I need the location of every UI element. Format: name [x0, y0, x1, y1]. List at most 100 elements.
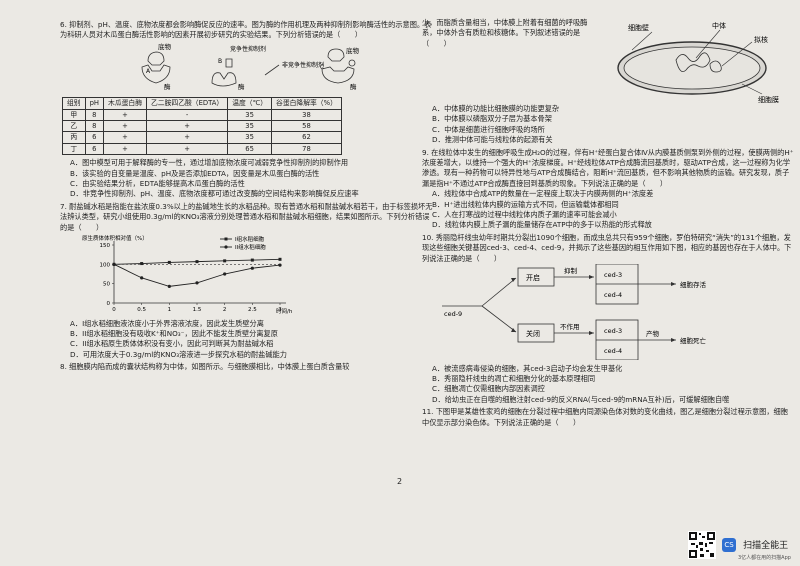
- x-tick-label: 3: [278, 307, 282, 313]
- label-enzyme-1: 酶: [164, 82, 171, 91]
- table-cell: 6: [84, 131, 105, 144]
- y-tick-label: 50: [103, 282, 110, 288]
- table-cell: -: [146, 108, 229, 122]
- label-mesosome: 中体: [712, 21, 726, 30]
- q8-option-a: A．中体膜的功能比细胞膜的功能更复杂: [432, 104, 560, 113]
- x-tick-label: 0.5: [137, 307, 146, 313]
- table-cell: 62: [271, 131, 342, 144]
- data-point: [112, 262, 116, 267]
- table-cell: +: [103, 120, 148, 133]
- q8-option-d: D．推测中体可能与线粒体的起源有关: [432, 135, 553, 145]
- q10-option-d: D．给幼虫正在自噬的细胞注射ced-9的反义RNA(与ced-9的mRNA互补)…: [432, 394, 730, 404]
- qr-code-icon: [688, 531, 716, 559]
- q7-option-b: B．II组水稻细胞没有吸收K⁺和NO₃⁻，因此不能发生质壁分离复原: [70, 328, 278, 338]
- q10-option-a: A．被流感病毒侵染的细胞，其ced-3启动子均会发生甲基化: [432, 363, 623, 373]
- label-b: B: [218, 58, 222, 65]
- q7-option-d: D．可用浓度大于0.3g/ml的KNO₃溶液进一步探究水稻的耐盐碱能力: [70, 349, 287, 359]
- q6-data-table: 组别 pH 木瓜蛋白酶 乙二胺四乙酸（EDTA） 温度（℃） 谷蛋白降解率（%）…: [62, 97, 342, 156]
- data-point: [223, 272, 227, 276]
- q8-block: 少，而脂质含量相当，中体膜上附着有细菌的呼吸酶系，中体外含有质粒和核糖体。下列叙…: [422, 18, 794, 104]
- label-enzyme-2: 酶: [238, 82, 245, 91]
- q6-option-a: A．图中模型可用于解释酶的专一性，通过增加底物浓度可减弱竞争性抑制剂的抑制作用: [70, 158, 349, 168]
- label-inhibit: 抑制: [564, 266, 578, 275]
- table-header: 组别: [62, 97, 86, 110]
- gene-interaction-diagram: ced-9 开启 关闭 抑制 不作用 ced-3 ced-4 ced-3 ced…: [442, 263, 707, 361]
- table-row: 甲 8 + - 35 38: [62, 108, 342, 122]
- label-cell-wall: 细胞壁: [628, 23, 649, 32]
- label-switch-off: 关闭: [526, 329, 540, 338]
- table-cell: 35: [227, 131, 273, 144]
- table-header-row: 组别 pH 木瓜蛋白酶 乙二胺四乙酸（EDTA） 温度（℃） 谷蛋白降解率（%）: [62, 97, 342, 110]
- y-tick-label: 150: [100, 243, 111, 249]
- table-cell: 65: [227, 142, 273, 156]
- x-tick-label: 0: [112, 307, 116, 313]
- table-cell: 8: [84, 120, 105, 133]
- q9-option-b: B．H⁺进出线粒体内膜的运输方式不同，但运输载体都相同: [432, 199, 619, 209]
- table-cell: 58: [271, 120, 342, 133]
- left-column: 6. 抑制剂、pH、温度、底物浓度都会影响酶促反应的速率。图为酶的作用机理及两种…: [60, 18, 435, 373]
- data-point: [250, 258, 254, 262]
- table-header: 温度（℃）: [227, 97, 273, 110]
- legend-label: I组水稻细胞: [235, 235, 265, 243]
- chart-series: [112, 257, 282, 289]
- q9-option-a: A．线粒体中合成ATP的数量在一定程度上取决于内膜两侧的H⁺浓度差: [432, 189, 654, 199]
- table-cell: +: [146, 120, 229, 133]
- data-point: [140, 262, 144, 266]
- table-row: 乙 8 + + 35 58: [62, 120, 342, 133]
- q7-option-c: C．II组水稻原生质体体积没有变小，因此可判断其为耐盐碱水稻: [70, 339, 274, 349]
- table-cell: 78: [271, 142, 342, 156]
- label-noncompetitive-inhibitor: 非竞争性抑制剂: [282, 61, 324, 69]
- label-ced4-bottom: ced-4: [604, 347, 622, 355]
- data-point: [250, 266, 254, 270]
- table-header: 木瓜蛋白酶: [103, 97, 148, 110]
- label-no-effect: 不作用: [560, 322, 580, 331]
- table-cell: 35: [227, 120, 273, 133]
- y-tick-label: 0: [107, 301, 111, 307]
- x-tick-label: 2.5: [248, 307, 257, 313]
- data-point: [195, 281, 199, 285]
- brand-name: 扫描全能王: [743, 541, 789, 551]
- table-cell: 38: [271, 108, 342, 122]
- label-switch-on: 开启: [526, 273, 540, 282]
- label-c: C: [320, 64, 324, 71]
- q6-option-b: B．该实验的自变量是温度、pH及是否添加EDTA，因变量是木瓜蛋白酶的活性: [70, 168, 320, 178]
- q6-option-c: C．由实验结果分析，EDTA能够提高木瓜蛋白酶的活性: [70, 179, 245, 189]
- label-cell-death: 细胞死亡: [680, 336, 707, 345]
- label-ced4-top: ced-4: [604, 291, 622, 299]
- data-point: [223, 259, 227, 263]
- table-cell: +: [103, 142, 148, 156]
- table-cell: +: [103, 131, 148, 144]
- label-enzyme-3: 酶: [350, 82, 357, 91]
- q8-option-c: C．中体是细菌进行细胞呼吸的场所: [432, 124, 545, 134]
- enzyme-mechanism-figure: 底物 A 酶 B 竞争性抑制剂 酶 非竞争性抑制剂 C 底物 酶: [141, 42, 360, 91]
- data-point: [167, 284, 171, 289]
- q10-option-c: C．细胞凋亡仅需细胞内部因素调控: [432, 384, 545, 394]
- x-tick-label: 2: [223, 307, 227, 313]
- q10-option-b: B．秀丽隐杆线虫的凋亡和细胞分化的基本原理相同: [432, 373, 596, 383]
- label-substrate: 底物: [158, 42, 172, 51]
- brand-tagline: 3亿人都在用的扫描App: [738, 555, 791, 561]
- legend-marker: [224, 237, 228, 241]
- data-point: [140, 276, 144, 280]
- table-cell: 8: [84, 108, 105, 122]
- label-ced3-top: ced-3: [604, 271, 622, 279]
- table-row: 丁 6 + + 65 78: [62, 142, 342, 156]
- q8-stem-cont: 少，而脂质含量相当，中体膜上附着有细菌的呼吸酶系，中体外含有质粒和核糖体。下列叙…: [422, 18, 588, 48]
- page-number: 2: [397, 477, 403, 486]
- label-product: 产物: [646, 329, 660, 338]
- label-ced9: ced-9: [444, 310, 462, 318]
- label-substrate-2: 底物: [346, 46, 360, 55]
- table-header: 乙二胺四乙酸（EDTA）: [146, 97, 229, 110]
- data-point: [195, 260, 199, 264]
- q8-stem-start: 8. 细胞膜内陷而成的囊状结构称为中体，如图所示。与细胞膜相比，中体膜上蛋白质含…: [60, 362, 350, 372]
- y-tick-label: 100: [100, 262, 111, 268]
- legend-marker: [224, 245, 228, 249]
- q9-stem: 9. 在线粒体中发生的细胞呼吸生成H₂O的过程，伴有H⁺经蛋白复合体Ⅳ从内膜基质…: [422, 147, 794, 188]
- legend-label: II组水稻细胞: [235, 243, 266, 251]
- q10-stem: 10. 秀丽隐杆线虫幼年时期共分裂出1090个细胞，而成虫总共只有959个细胞，…: [422, 232, 792, 263]
- data-point: [167, 260, 171, 264]
- q6-option-d: D．非竞争性抑制剂、pH、温度、底物浓度都可通过改变酶的空间结构来影响酶促反应速…: [70, 189, 359, 199]
